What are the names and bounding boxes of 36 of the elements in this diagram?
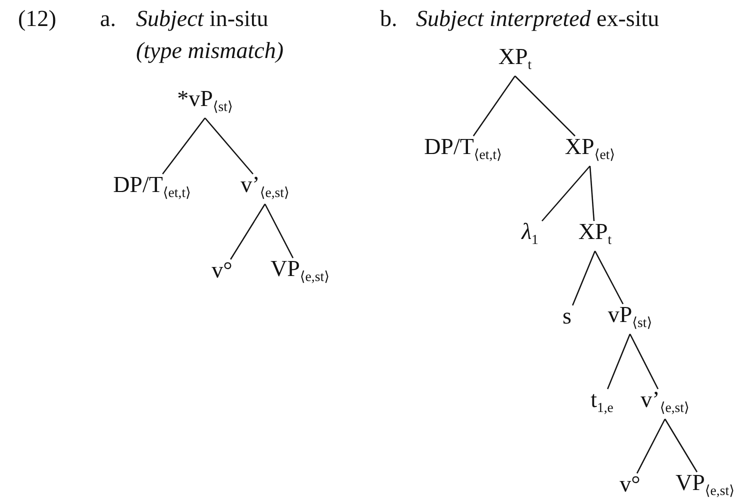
tree-node-label: v’$_{⟨e,st⟩}$ xyxy=(640,387,690,415)
tree-branch xyxy=(572,250,596,306)
example-number: (12) xyxy=(18,6,56,32)
tree-node-label: DP/T$_{⟨et,t⟩}$ xyxy=(424,134,502,162)
tree-branch xyxy=(629,334,659,390)
tree-branch xyxy=(162,118,206,174)
tree-branch xyxy=(636,418,666,474)
tree-node-label: XP$_{t}$ xyxy=(578,219,612,247)
tree-branch xyxy=(607,334,631,390)
tree-branch xyxy=(542,166,590,222)
tree-node-label: t$_{1,e}$ xyxy=(590,387,614,415)
tree-node-label: DP/T$_{⟨et,t⟩}$ xyxy=(113,172,191,200)
tree-branch xyxy=(230,204,266,260)
tree-branch xyxy=(204,118,254,174)
subexample-heading: (type mismatch) xyxy=(136,38,284,64)
subexample-heading: Subject in-situ xyxy=(136,6,268,32)
tree-branch xyxy=(472,76,516,136)
tree-node-label: VP$_{⟨e,st⟩}$ xyxy=(270,256,330,284)
subexample-heading: Subject interpreted ex-situ xyxy=(416,6,660,32)
tree-branch xyxy=(589,166,595,222)
tree-node-label: v° xyxy=(212,257,232,283)
tree-node-label: v’$_{⟨e,st⟩}$ xyxy=(240,172,290,200)
tree-node-label: XP$_{⟨et⟩}$ xyxy=(564,134,616,162)
tree-node-label: *vP$_{⟨st⟩}$ xyxy=(177,86,233,114)
tree-node-label: v° xyxy=(620,471,640,497)
tree-node-label: vP$_{⟨st⟩}$ xyxy=(608,302,652,330)
tree-node-label: λ$_{1}$ xyxy=(522,219,538,247)
tree-branch xyxy=(664,418,698,472)
tree-node-label: s xyxy=(562,303,572,329)
tree-branch xyxy=(594,250,624,304)
subexample-letter: a. xyxy=(100,6,116,32)
subexample-letter: b. xyxy=(380,6,398,32)
tree-branch xyxy=(514,76,576,136)
tree-branch xyxy=(264,204,294,258)
tree-node-label: VP$_{⟨e,st⟩}$ xyxy=(676,470,734,498)
tree-node-label: XP$_{t}$ xyxy=(498,44,532,72)
